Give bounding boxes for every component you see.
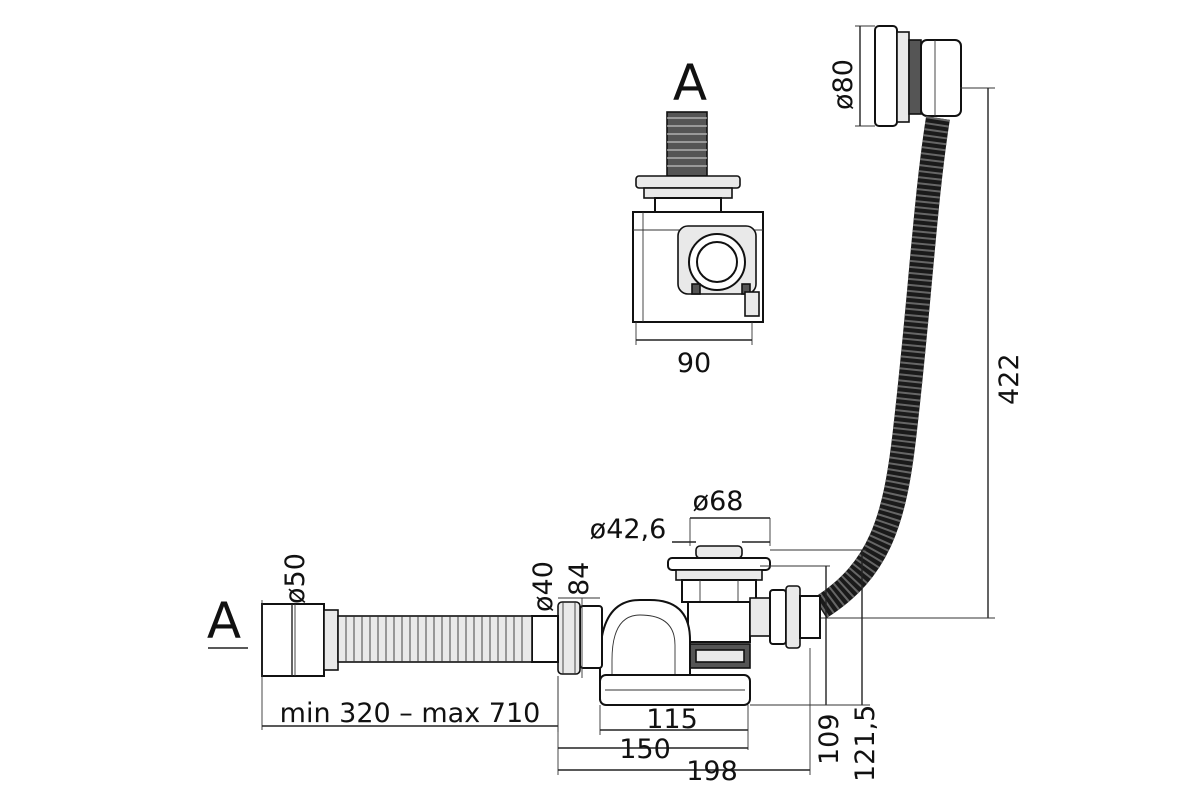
dim-width-90: 90 [677, 348, 711, 379]
section-a-label-side: A [207, 592, 241, 650]
dim-length-115: 115 [646, 704, 698, 735]
corrugated-hose [337, 615, 533, 663]
dim-height-84: 84 [564, 562, 595, 596]
dim-length-198: 198 [686, 756, 738, 787]
dim-height-422: 422 [994, 353, 1025, 405]
dim-height-121-5: 121,5 [850, 705, 881, 782]
dim-overflow-diameter: ø80 [828, 59, 859, 110]
section-a-label-top: A [673, 54, 707, 112]
outlet-pipe [261, 603, 533, 677]
overflow-head [855, 25, 995, 127]
dim-outlet-diameter-40: ø40 [528, 561, 559, 612]
section-a-view [632, 111, 764, 345]
threaded-stem [666, 111, 708, 177]
overflow-hose [813, 116, 950, 619]
dim-length-150: 150 [619, 734, 671, 765]
drain-assembly [531, 545, 821, 706]
dim-height-109: 109 [814, 713, 845, 765]
dim-drain-diameter-42-6: ø42,6 [590, 514, 667, 545]
dim-length-range: min 320 – max 710 [280, 698, 541, 729]
dim-drain-diameter-68: ø68 [693, 486, 744, 517]
dim-outlet-diameter-50: ø50 [280, 553, 311, 604]
